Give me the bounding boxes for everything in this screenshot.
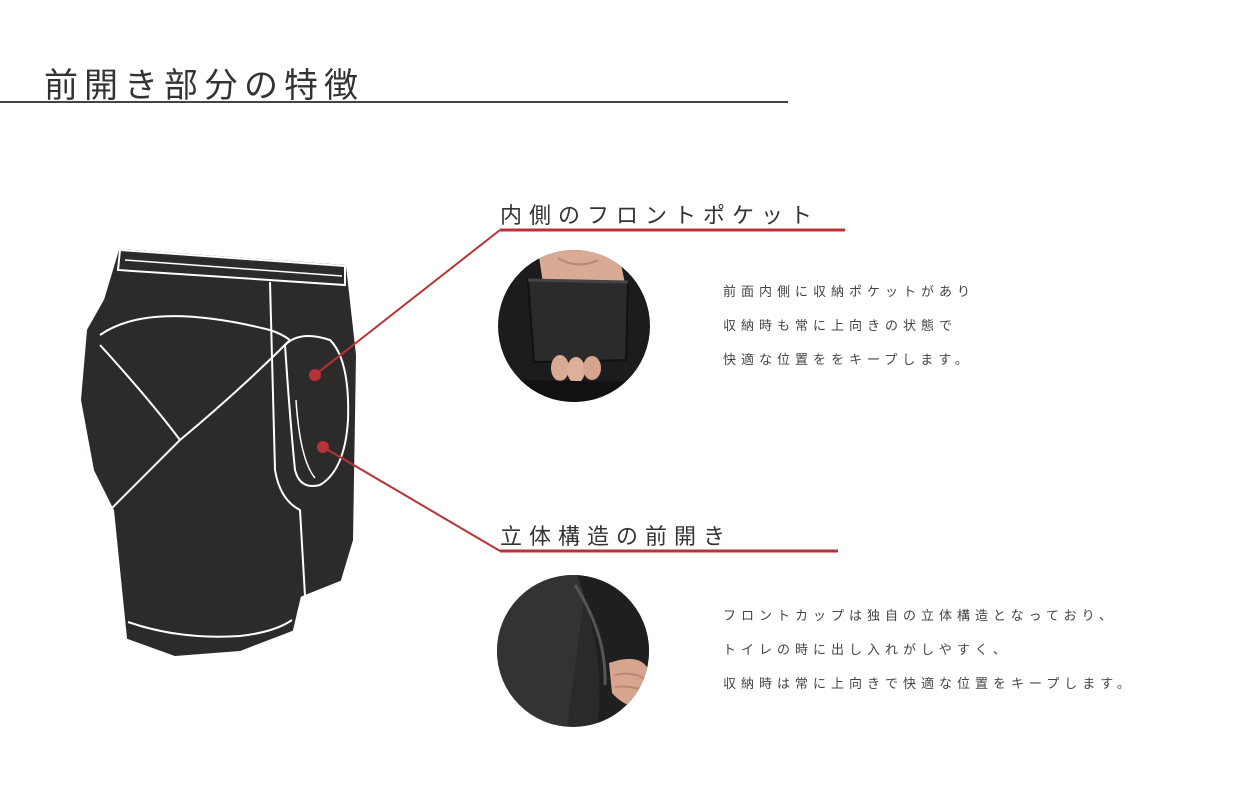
callout-pocket [309, 228, 845, 381]
pocket-photo [498, 250, 650, 402]
front-opening-desc-line-3: 収納時は常に上向きで快適な位置をキープします。 [723, 677, 1135, 692]
pocket-description: 前面内側に収納ポケットがあり 収納時も常に上向きの状態で 快適な位置ををキープし… [723, 276, 975, 378]
section-heading-pocket: 内側のフロントポケット [500, 204, 820, 229]
callout-front-opening [317, 441, 838, 553]
front-opening-desc-line-1: フロントカップは独自の立体構造となっており、 [723, 609, 1118, 624]
pocket-desc-line-2: 収納時も常に上向きの状態で [723, 319, 958, 334]
boxer-brief-illustration [80, 248, 357, 657]
front-opening-marker [317, 441, 329, 453]
pocket-desc-line-3: 快適な位置ををキープします。 [723, 353, 973, 368]
front-opening-description: フロントカップは独自の立体構造となっており、 トイレの時に出し入れがしやすく、 … [723, 600, 1135, 702]
section-heading-front-opening: 立体構造の前開き [500, 525, 733, 550]
pocket-desc-line-1: 前面内側に収納ポケットがあり [723, 285, 976, 300]
front-opening-photo [497, 575, 649, 727]
pocket-marker [309, 369, 321, 381]
page-title: 前開き部分の特徴 [44, 66, 364, 106]
front-opening-desc-line-2: トイレの時に出し入れがしやすく、 [723, 643, 1011, 658]
title-underline [0, 101, 788, 103]
